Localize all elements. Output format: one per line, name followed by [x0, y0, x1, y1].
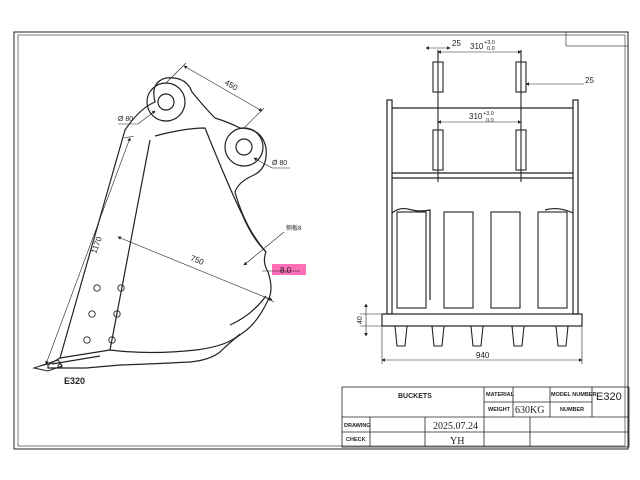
- dimension-edge-height: [360, 303, 382, 337]
- wear-strips: [396, 211, 568, 309]
- side-plate-note: 侧板8: [286, 224, 302, 232]
- side-view: 450 Ø 80 Ø 80 1170 750 侧板8: [32, 62, 306, 386]
- dimension-pin1-diameter: Ø 80: [118, 116, 133, 123]
- dimension-overall-width: [381, 326, 583, 364]
- pin-boss-upper: [146, 82, 186, 122]
- dimension-depth: [117, 236, 275, 303]
- material-label: MATERIAL: [486, 392, 515, 398]
- drawing-frame: [13, 31, 629, 450]
- title-block: [341, 386, 630, 448]
- dimension-ear-spacing-top: 310: [470, 42, 484, 51]
- tolerance-upper-top: +3.0: [484, 40, 495, 46]
- tolerance-lower-mid: 0.0: [486, 118, 494, 124]
- dimension-pin-length: [165, 62, 265, 129]
- dimension-height: [39, 135, 135, 367]
- drawing-date: 2025.07.24: [433, 421, 478, 432]
- dimension-ear-thickness-top: 25: [452, 39, 461, 48]
- dimension-pin2-diameter: Ø 80: [272, 160, 287, 167]
- dimension-edge-height-label: 40: [357, 316, 364, 324]
- model-number-label: MODEL NUMBER: [551, 392, 596, 398]
- weight-value: 630KG: [515, 405, 544, 416]
- dimension-pin1-leader: [118, 110, 156, 125]
- checker-value: YH: [450, 436, 464, 447]
- front-view: 25 310 +3.0 0.0 25 310 +3.0 0.0 40 940: [357, 39, 594, 364]
- dimension-ear-top: [425, 46, 522, 54]
- plate-note-leader: [243, 231, 285, 266]
- ear-plates: [432, 50, 527, 182]
- plate-thickness-highlight: [272, 264, 306, 275]
- bolt-holes: [83, 284, 125, 344]
- bucket-side-outline: [47, 77, 272, 369]
- dimension-ear-thickness-right: 25: [585, 76, 594, 85]
- dimension-pin2-leader: [253, 157, 290, 169]
- number-label: NUMBER: [560, 407, 584, 413]
- dimension-depth-label: 750: [189, 254, 205, 268]
- plate-thickness-label: 8.0: [280, 266, 292, 275]
- tolerance-upper-mid: +3.0: [483, 111, 494, 117]
- model-number-value: E320: [596, 391, 622, 403]
- bucket-front-outline: [381, 99, 583, 327]
- pin-boss-lower: [224, 127, 264, 167]
- title-name: BUCKETS: [398, 393, 432, 400]
- tip-model-label: E320: [64, 376, 85, 386]
- weight-label: WEIGHT: [488, 407, 511, 413]
- dimension-ear-spacing-mid: 310: [469, 112, 483, 121]
- drawing-label: DRAWING: [344, 423, 371, 429]
- dimension-overall-width-label: 940: [476, 351, 490, 360]
- dimension-height-label: 1170: [89, 235, 104, 255]
- check-label: CHECK: [346, 437, 366, 443]
- tolerance-lower-top: 0.0: [487, 46, 495, 52]
- bucket-teeth: [394, 325, 569, 347]
- dimension-pin-length-label: 450: [223, 78, 240, 93]
